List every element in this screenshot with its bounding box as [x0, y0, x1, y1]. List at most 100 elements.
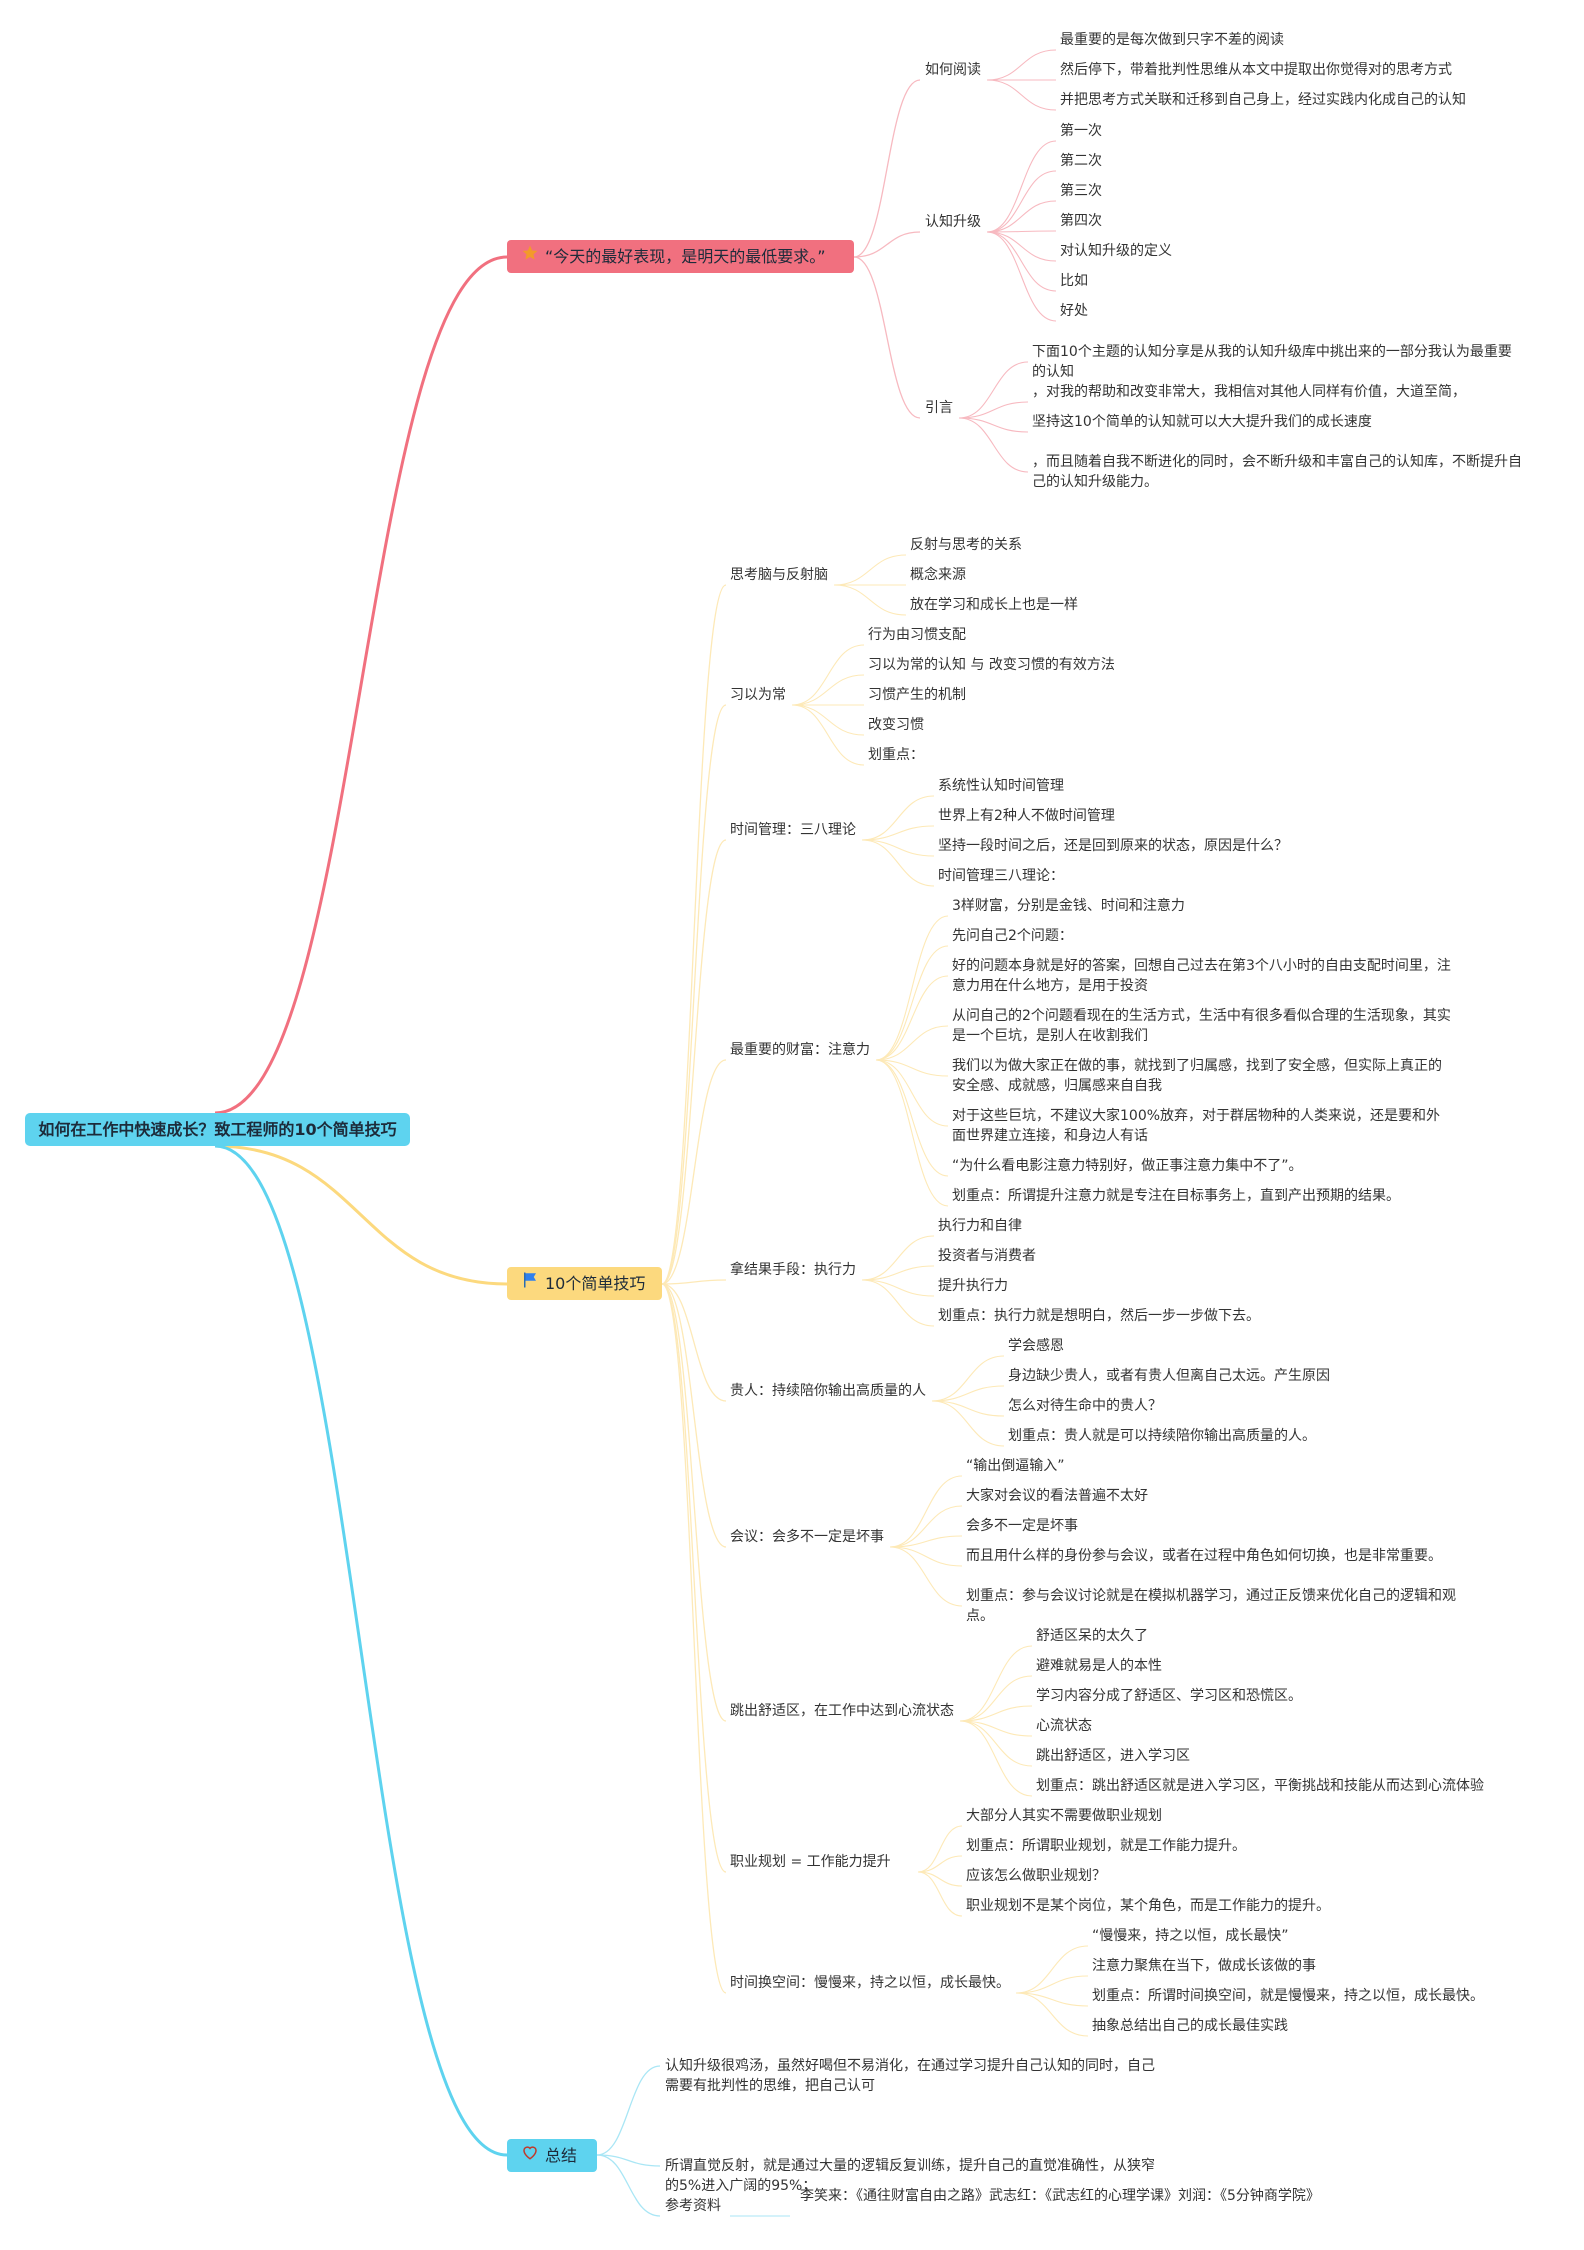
subtopic-item[interactable]: “输出倒逼输入”: [966, 1458, 1065, 1474]
connector-line: [875, 945, 949, 1061]
subtopic-item[interactable]: 时间管理三八理论：: [938, 868, 1064, 884]
subtopic-item[interactable]: ，而且随着自我不断进化的同时，会不断升级和丰富自己的认知库，不断提升自己的认知升…: [1032, 454, 1522, 490]
subtopic-item[interactable]: 第一次: [1060, 123, 1102, 139]
subtopic-item[interactable]: 划重点：参与会议讨论就是在模拟机器学习，通过正反馈来优化自己的逻辑和观点。: [966, 1588, 1456, 1624]
connector-line: [596, 2154, 661, 2217]
subtopic-item[interactable]: “为什么看电影注意力特别好，做正事注意力集中不了”。: [952, 1158, 1303, 1174]
connector-line: [931, 1400, 1005, 1417]
subtopic-item[interactable]: “慢慢来，持之以恒，成长最快”: [1092, 1928, 1289, 1944]
subtopic-item[interactable]: 心流状态: [1036, 1718, 1092, 1734]
subtopic-item[interactable]: 然后停下，带着批判性思维从本文中提取出你觉得对的思考方式: [1060, 62, 1452, 78]
subtopic-item[interactable]: 避难就易是人的本性: [1036, 1658, 1162, 1674]
connector-line: [875, 915, 949, 1061]
subtopic-item[interactable]: 学习内容分成了舒适区、学习区和恐慌区。: [1036, 1688, 1302, 1704]
subtopic-item[interactable]: 划重点：执行力就是想明白，然后一步一步做下去。: [938, 1308, 1260, 1324]
connector-line: [833, 584, 907, 616]
topic-5[interactable]: 贵人：持续陪你输出高质量的人: [730, 1383, 926, 1399]
subtopic-item[interactable]: 行为由习惯支配: [868, 627, 966, 643]
subtopic-item[interactable]: 划重点：所谓职业规划，就是工作能力提升。: [966, 1838, 1246, 1854]
subtopic-item[interactable]: ，对我的帮助和改变非常大，我相信对其他人同样有价值，大道至简，: [1032, 384, 1466, 400]
subtopic-item[interactable]: 放在学习和成长上也是一样: [910, 597, 1078, 613]
subtopic-item[interactable]: 大家对会议的看法普遍不太好: [966, 1488, 1148, 1504]
summary-item[interactable]: 所谓直觉反射，就是通过大量的逻辑反复训练，提升自己的直觉准确性，从狭窄的5%进入…: [665, 2158, 1155, 2194]
connector-line: [875, 1059, 949, 1207]
connector-line: [1015, 1992, 1089, 2037]
subtopic-item[interactable]: 下面10个主题的认知分享是从我的认知升级库中挑出来的一部分我认为最重要的认知: [1032, 344, 1512, 380]
topic-4[interactable]: 拿结果手段：执行力: [730, 1262, 856, 1278]
topic-9[interactable]: 时间换空间：慢慢来，持之以恒，成长最快。: [730, 1975, 1010, 1991]
subtopic-item[interactable]: 先问自己2个问题：: [952, 928, 1073, 944]
subtopic-item[interactable]: 划重点：贵人就是可以持续陪你输出高质量的人。: [1008, 1428, 1316, 1444]
branch-summary[interactable]: 总结: [507, 2139, 597, 2172]
topic-references[interactable]: 参考资料: [665, 2198, 721, 2214]
topic-6[interactable]: 会议：会多不一定是坏事: [730, 1529, 884, 1545]
subtopic-item[interactable]: 坚持这10个简单的认知就可以大大提升我们的成长速度: [1032, 414, 1372, 430]
topic-1[interactable]: 认知升级: [925, 214, 981, 230]
subtopic-item[interactable]: 而且用什么样的身份参与会议，或者在过程中角色如何切换，也是非常重要。: [966, 1548, 1442, 1564]
connector-line: [791, 704, 865, 766]
subtopic-item[interactable]: 会多不一定是坏事: [966, 1518, 1078, 1534]
subtopic-item[interactable]: 舒适区呆的太久了: [1036, 1628, 1148, 1644]
subtopic-item[interactable]: 概念来源: [910, 567, 966, 583]
subtopic-item[interactable]: 好的问题本身就是好的答案，回想自己过去在第3个八小时的自由支配时间里，注意力用在…: [952, 958, 1451, 994]
subtopic-item[interactable]: 划重点：所谓提升注意力就是专注在目标事务上，直到产出预期的结果。: [952, 1188, 1400, 1204]
subtopic-item[interactable]: 我们以为做大家正在做的事，就找到了归属感，找到了安全感，但实际上真正的安全感、成…: [952, 1058, 1442, 1094]
topic-0[interactable]: 思考脑与反射脑: [730, 567, 828, 583]
connector-line: [861, 1235, 935, 1281]
branch-quote[interactable]: “今天的最好表现，是明天的最低要求。”: [507, 240, 854, 273]
subtopic-item[interactable]: 习惯产生的机制: [868, 687, 966, 703]
subtopic-item[interactable]: 学会感恩: [1008, 1338, 1064, 1354]
subtopic-item[interactable]: 投资者与消费者: [938, 1248, 1036, 1264]
root-topic[interactable]: 如何在工作中快速成长？致工程师的10个简单技巧: [25, 1113, 410, 1146]
subtopic-item[interactable]: 反射与思考的关系: [910, 537, 1022, 553]
subtopic-item[interactable]: 比如: [1060, 273, 1088, 289]
subtopic-item[interactable]: 第三次: [1060, 183, 1102, 199]
subtopic-item[interactable]: 从问自己的2个问题看现在的生活方式，生活中有很多看似合理的生活现象，其实是一个巨…: [952, 1008, 1451, 1044]
subtopic-item[interactable]: 跳出舒适区，进入学习区: [1036, 1748, 1190, 1764]
subtopic-item[interactable]: 系统性认知时间管理: [938, 778, 1064, 794]
subtopic-item[interactable]: 最重要的是每次做到只字不差的阅读: [1060, 32, 1284, 48]
subtopic-item[interactable]: 坚持一段时间之后，还是回到原来的状态，原因是什么？: [938, 838, 1288, 854]
subtopic-item[interactable]: 执行力和自律: [938, 1218, 1022, 1234]
subtopic-item[interactable]: 3样财富，分别是金钱、时间和注意力: [952, 898, 1185, 914]
subtopic-item[interactable]: 大部分人其实不需要做职业规划: [966, 1808, 1162, 1824]
topic-1[interactable]: 习以为常: [730, 687, 786, 703]
connector-line: [986, 230, 1057, 233]
topic-8[interactable]: 职业规划 = 工作能力提升: [730, 1854, 891, 1870]
subtopic-item[interactable]: 好处: [1060, 303, 1088, 319]
subtopic-item[interactable]: 划重点：跳出舒适区就是进入学习区，平衡挑战和技能从而达到心流体验: [1036, 1778, 1484, 1794]
subtopic-item[interactable]: 抽象总结出自己的成长最佳实践: [1092, 2018, 1288, 2034]
topic-0[interactable]: 如何阅读: [925, 62, 981, 78]
connector-line: [661, 1059, 727, 1285]
topic-3[interactable]: 最重要的财富：注意力: [730, 1042, 870, 1058]
subtopic-item[interactable]: 对认知升级的定义: [1060, 243, 1172, 259]
subtopic-item[interactable]: 提升执行力: [938, 1278, 1008, 1294]
subtopic-item[interactable]: 对于这些巨坑，不建议大家100%放弃，对于群居物种的人类来说，还是要和外面世界建…: [952, 1108, 1441, 1144]
subtopic-item[interactable]: 注意力聚焦在当下，做成长该做的事: [1092, 1958, 1316, 1974]
connector-line: [861, 839, 935, 887]
branch-tips[interactable]: 10个简单技巧: [507, 1267, 662, 1300]
summary-item[interactable]: 认知升级很鸡汤，虽然好喝但不易消化，在通过学习提升自己认知的同时，自己需要有批判…: [665, 2058, 1155, 2094]
subtopic-item[interactable]: 习以为常的认知 与 改变习惯的有效方法: [868, 657, 1115, 673]
subtopic-item[interactable]: 改变习惯: [868, 717, 924, 733]
connector-line: [959, 1675, 1033, 1722]
subtopic-item[interactable]: 怎么对待生命中的贵人？: [1008, 1398, 1162, 1414]
subtopic-item[interactable]: 划重点：所谓时间换空间，就是慢慢来，持之以恒，成长最快。: [1092, 1988, 1484, 2004]
reference-list[interactable]: 李笑来：《通往财富自由之路》武志红：《武志红的心理学课》刘润：《5分钟商学院》: [800, 2188, 1320, 2204]
connector-line: [875, 1059, 949, 1077]
connector-line: [986, 49, 1057, 81]
subtopic-item[interactable]: 应该怎么做职业规划？: [966, 1868, 1106, 1884]
subtopic-item[interactable]: 身边缺少贵人，或者有贵人但离自己太远。产生原因: [1008, 1368, 1330, 1384]
subtopic-item[interactable]: 世界上有2种人不做时间管理: [938, 808, 1115, 824]
topic-2[interactable]: 引言: [925, 400, 953, 416]
topic-2[interactable]: 时间管理：三八理论: [730, 822, 856, 838]
topic-7[interactable]: 跳出舒适区，在工作中达到心流状态: [730, 1703, 954, 1719]
subtopic-item[interactable]: 第四次: [1060, 213, 1102, 229]
connector-line: [959, 1720, 1033, 1767]
subtopic-item[interactable]: 划重点：: [868, 747, 924, 763]
connector-line: [875, 1025, 949, 1061]
subtopic-item[interactable]: 第二次: [1060, 153, 1102, 169]
connector-line: [661, 1283, 727, 1873]
subtopic-item[interactable]: 职业规划不是某个岗位，某个角色，而是工作能力的提升。: [966, 1898, 1330, 1914]
subtopic-item[interactable]: 并把思考方式关联和迁移到自己身上，经过实践内化成自己的认知: [1060, 92, 1466, 108]
